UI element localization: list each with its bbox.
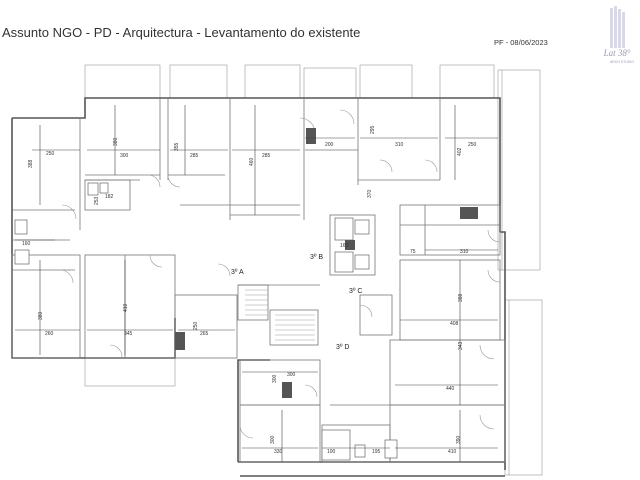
svg-text:285: 285 bbox=[190, 153, 199, 159]
building-logo-icon: Lat 38° ARCH STUDIO bbox=[603, 6, 634, 64]
apartment-labels: 3º A 3º B 3º C 3º D bbox=[231, 254, 362, 351]
svg-text:460: 460 bbox=[249, 157, 255, 166]
svg-text:100: 100 bbox=[327, 449, 336, 455]
exterior-walls bbox=[11, 97, 506, 477]
svg-text:410: 410 bbox=[123, 303, 129, 312]
svg-text:310: 310 bbox=[395, 142, 404, 148]
dimension-labels: 388 250 380 300 355 285 460 285 200 295 … bbox=[22, 125, 477, 455]
svg-text:370: 370 bbox=[367, 189, 373, 198]
svg-text:402: 402 bbox=[457, 147, 463, 156]
svg-text:388: 388 bbox=[28, 159, 34, 168]
apartment-a-walls bbox=[12, 98, 305, 241]
svg-text:250: 250 bbox=[46, 151, 55, 157]
label-3b: 3º B bbox=[310, 254, 323, 261]
logo-text: Lat 38° bbox=[603, 48, 631, 58]
document-title: Assunto NGO - PD - Arquitectura - Levant… bbox=[2, 25, 361, 40]
company-logo: Lat 38° ARCH STUDIO bbox=[596, 6, 638, 64]
apartment-e-walls bbox=[239, 359, 391, 463]
svg-text:250: 250 bbox=[468, 142, 477, 148]
svg-text:343: 343 bbox=[458, 341, 464, 350]
dimension-lines bbox=[15, 105, 498, 462]
svg-text:253: 253 bbox=[94, 196, 100, 205]
svg-text:408: 408 bbox=[450, 321, 459, 327]
label-3a: 3º A bbox=[231, 269, 244, 276]
svg-text:300: 300 bbox=[120, 153, 129, 159]
svg-text:390: 390 bbox=[456, 435, 462, 444]
fixtures bbox=[14, 128, 478, 461]
apartment-bc-walls bbox=[305, 98, 506, 463]
svg-text:265: 265 bbox=[200, 331, 209, 337]
svg-text:75: 75 bbox=[410, 249, 416, 255]
svg-text:182: 182 bbox=[105, 194, 114, 200]
svg-text:250: 250 bbox=[193, 321, 199, 330]
document-date: PF - 08/06/2023 bbox=[494, 38, 548, 47]
svg-text:310: 310 bbox=[460, 249, 469, 255]
svg-text:300: 300 bbox=[287, 372, 296, 378]
logo-subtext: ARCH STUDIO bbox=[610, 60, 634, 64]
label-3c: 3º C bbox=[349, 288, 362, 295]
label-3d: 3º D bbox=[336, 344, 349, 351]
svg-text:380: 380 bbox=[113, 137, 119, 146]
svg-text:300: 300 bbox=[272, 374, 278, 383]
svg-text:260: 260 bbox=[45, 331, 54, 337]
svg-text:195: 195 bbox=[372, 449, 381, 455]
svg-text:410: 410 bbox=[448, 449, 457, 455]
svg-text:285: 285 bbox=[262, 153, 271, 159]
svg-text:345: 345 bbox=[124, 331, 133, 337]
svg-text:355: 355 bbox=[174, 142, 180, 151]
svg-text:300: 300 bbox=[270, 435, 276, 444]
svg-text:388: 388 bbox=[458, 293, 464, 302]
svg-text:440: 440 bbox=[446, 386, 455, 392]
stair-core bbox=[237, 214, 393, 346]
svg-text:200: 200 bbox=[325, 142, 334, 148]
doors bbox=[59, 109, 501, 439]
svg-text:330: 330 bbox=[274, 449, 283, 455]
svg-text:160: 160 bbox=[22, 241, 31, 247]
svg-text:160: 160 bbox=[340, 243, 349, 249]
apartment-d-walls bbox=[11, 254, 238, 359]
svg-text:380: 380 bbox=[38, 311, 44, 320]
svg-text:295: 295 bbox=[370, 125, 376, 134]
